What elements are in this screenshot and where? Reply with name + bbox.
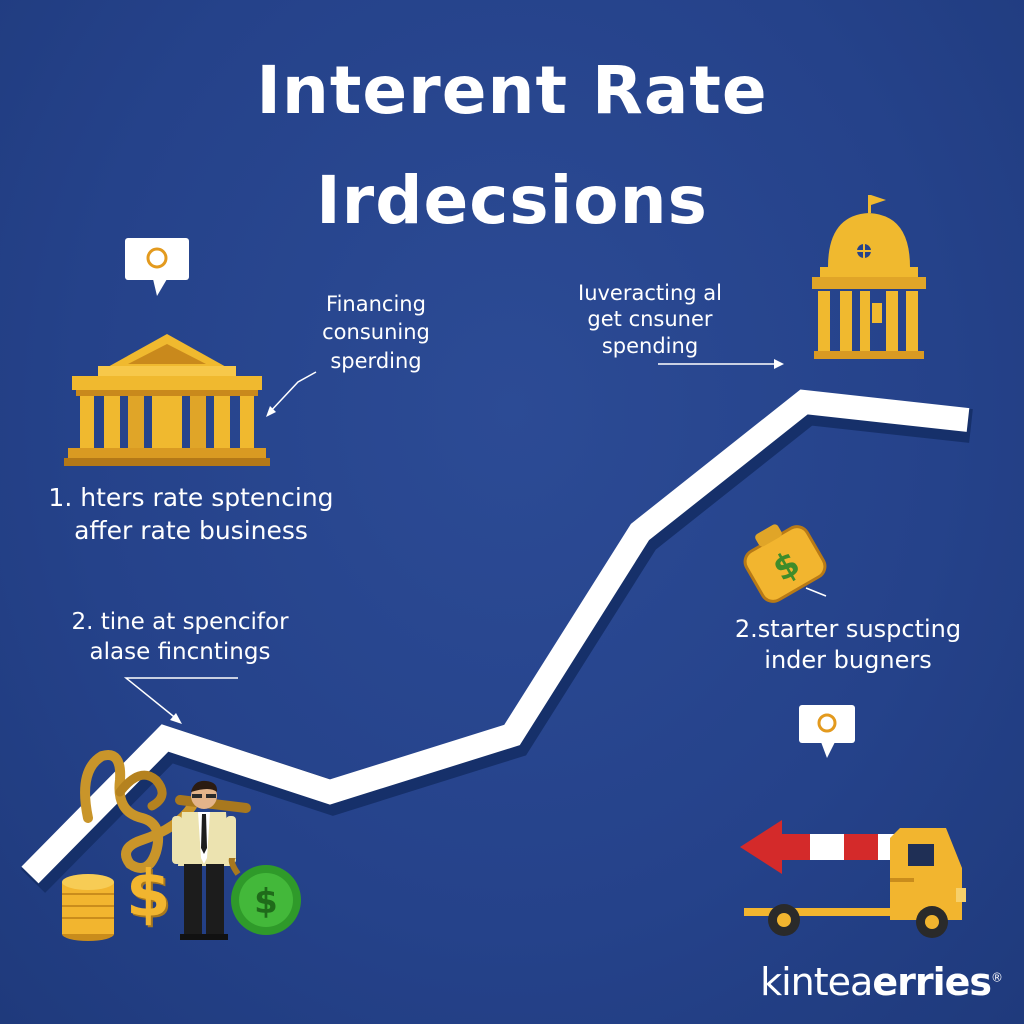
financing-label: Financing consuning sperding [322,292,430,373]
point-1-label: 1. hters rate sptencing affer rate busin… [48,483,334,545]
bank-icon [64,334,270,466]
businessman-icon [172,780,236,940]
page-title-line2: Irdecsions [316,162,708,239]
investing-label: Iuveracting al get cnsuner spending [578,281,722,358]
speech-bubble-icon [125,238,189,296]
page-title-line1: Interent Rate [256,52,768,129]
truck-icon [744,828,966,938]
capitol-building-icon [812,195,926,359]
dollar-coin-icon: $ [228,858,301,935]
money-bag-icon: $ [743,524,827,603]
point-2-label: 2. tine at spencifor alase fincntings [71,609,289,665]
dollar-sign-icon: $ [126,858,171,932]
coin-stack-icon [62,874,114,941]
brand-logo: kinteaerries® [760,960,1003,1004]
speech-bubble-icon [799,705,855,758]
point-3-label: 2.starter suspcting inder bugners [734,615,962,675]
dollar-sign: $ [254,882,278,922]
